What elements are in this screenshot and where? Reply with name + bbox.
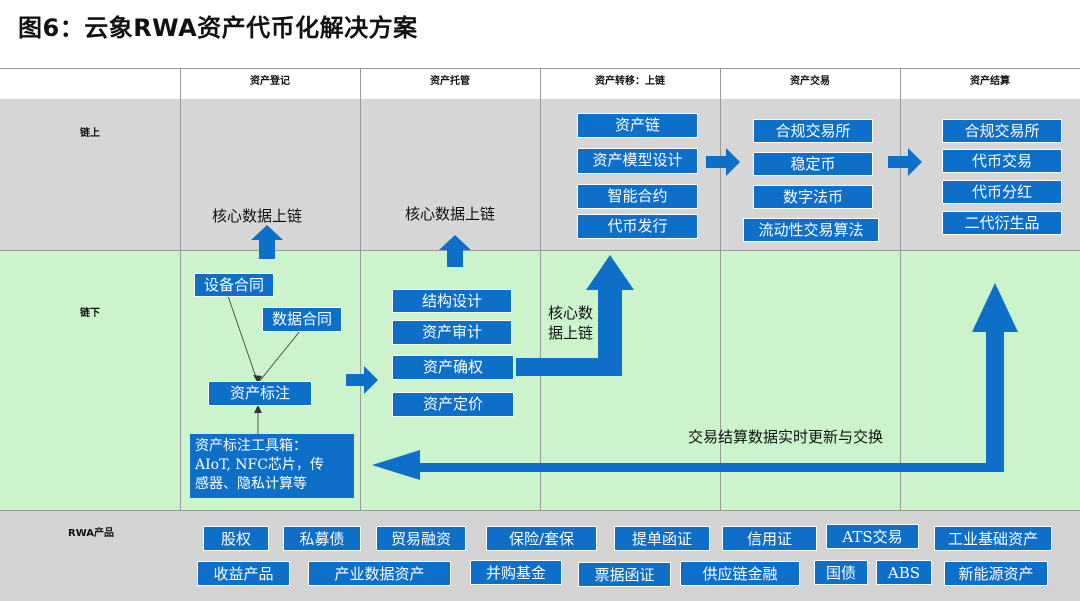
- trading-compliant-exchange: 合规交易所: [753, 119, 873, 143]
- column-divider: [360, 68, 361, 510]
- product-industrial-assets: 工业基础资产: [934, 526, 1052, 551]
- trading-liquidity-algo: 流动性交易算法: [743, 218, 879, 242]
- product-new-energy: 新能源资产: [944, 561, 1048, 586]
- row-header-products: RWA产品: [68, 528, 115, 539]
- product-letter-of-credit: 信用证: [722, 526, 817, 551]
- chain-token-issuance: 代币发行: [577, 214, 698, 239]
- trading-digital-fiat: 数字法币: [753, 185, 873, 209]
- toolbox-line: 资产标注工具箱：: [195, 438, 307, 454]
- connector-line: [257, 330, 301, 384]
- product-private-debt: 私募债: [283, 526, 361, 551]
- settlement-token-trading: 代币交易: [942, 149, 1062, 173]
- settlement-compliant-exchange: 合规交易所: [942, 119, 1062, 143]
- column-divider: [180, 68, 181, 510]
- product-insurance-hedge: 保险/套保: [486, 526, 597, 551]
- row-header-offchain: 链下: [80, 308, 100, 319]
- connector-line: [227, 295, 259, 384]
- column-divider: [720, 68, 721, 510]
- contract-equipment: 设备合同: [194, 273, 274, 297]
- divider: [0, 510, 1080, 511]
- up-arrow-registration: [251, 225, 283, 259]
- chain-asset-chain: 资产链: [577, 113, 698, 138]
- asset-tagging: 资产标注: [208, 381, 312, 406]
- connector-arrowhead: [254, 405, 262, 413]
- contract-data: 数据合同: [262, 307, 342, 332]
- column-header-custody: 资产托管: [430, 76, 470, 87]
- column-divider: [900, 68, 901, 510]
- chain-asset-model: 资产模型设计: [577, 148, 698, 174]
- product-trade-finance: 贸易融资: [376, 526, 466, 551]
- product-abs: ABS: [876, 560, 932, 585]
- onchain-label-registration: 核心数据上链: [212, 207, 303, 225]
- right-arrow-to-settlement: [888, 148, 922, 176]
- product-treasury-bond: 国债: [814, 560, 868, 585]
- custody-ownership: 资产确权: [392, 355, 514, 380]
- product-equity: 股权: [203, 526, 269, 551]
- row-header-onchain: 链上: [80, 128, 100, 139]
- settlement-token-dividend: 代币分红: [942, 180, 1062, 204]
- data-sync-label: 交易结算数据实时更新与交换: [688, 428, 884, 446]
- right-arrow-to-trading: [706, 148, 740, 176]
- product-ma-fund: 并购基金: [470, 560, 562, 585]
- column-header-registration: 资产登记: [250, 76, 290, 87]
- custody-audit: 资产审计: [392, 320, 512, 345]
- product-bill-confirmation: 票据函证: [578, 562, 671, 587]
- column-header-trading: 资产交易: [790, 76, 830, 87]
- product-industrial-data: 产业数据资产: [308, 561, 451, 586]
- custody-pricing: 资产定价: [392, 392, 514, 417]
- right-arrow-tagging: [346, 366, 378, 394]
- product-bill-of-lading: 提单函证: [614, 526, 710, 551]
- elbow-arrow-to-chain: [516, 255, 634, 376]
- product-income: 收益产品: [197, 561, 290, 586]
- chain-smart-contract: 智能合约: [577, 184, 698, 209]
- column-header-settlement: 资产结算: [970, 76, 1010, 87]
- product-supply-chain-finance: 供应链金融: [680, 561, 800, 586]
- product-ats-trading: ATS交易: [826, 524, 919, 549]
- connector-arrowhead: [253, 375, 262, 383]
- trading-stablecoin: 稳定币: [753, 152, 873, 176]
- toolbox-line: AIoT, NFC芯片，传: [195, 457, 324, 473]
- label-line: 据上链: [548, 324, 594, 342]
- label-line: 核心数: [548, 304, 594, 322]
- column-header-transfer: 资产转移：上链: [595, 76, 665, 87]
- tagging-toolbox: 资产标注工具箱： AIoT, NFC芯片，传 感器、隐私计算等: [190, 434, 354, 498]
- column-divider: [540, 68, 541, 510]
- figure-title: 图6：云象RWA资产代币化解决方案: [18, 14, 418, 42]
- onchain-label-custody: 核心数据上链: [405, 205, 496, 223]
- offchain-label-transfer: 核心数 据上链: [548, 303, 593, 343]
- custody-structure-design: 结构设计: [392, 289, 512, 313]
- toolbox-line: 感器、隐私计算等: [195, 476, 307, 492]
- settlement-derivatives: 二代衍生品: [942, 211, 1062, 235]
- up-arrow-custody: [439, 235, 471, 267]
